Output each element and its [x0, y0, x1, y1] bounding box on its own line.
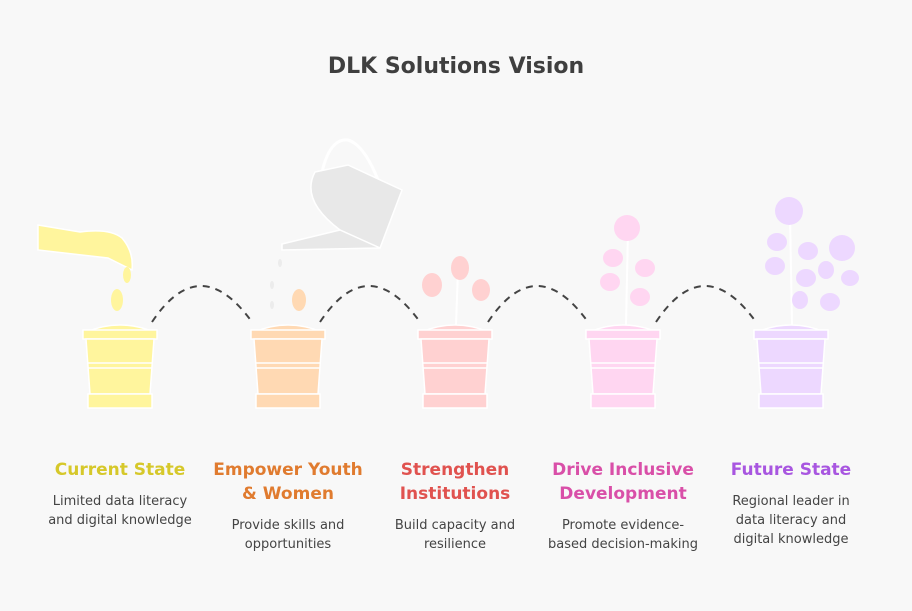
stage-description: Promote evidence-based decision-making — [548, 518, 698, 552]
blooming-plant-icon — [765, 197, 859, 326]
stage-2: Empower Youth & Women Provide skills and… — [213, 458, 363, 554]
stage-description: Limited data literacy and digital knowle… — [48, 494, 192, 528]
flower-pot-icon — [417, 324, 493, 409]
stage-description: Regional leader in data literacy and dig… — [732, 494, 850, 547]
connector-arc — [655, 285, 757, 323]
sprout-icon — [292, 289, 306, 311]
stage-1: Current State Limited data literacy and … — [45, 458, 195, 530]
stage-title: Drive Inclusive Development — [552, 460, 694, 504]
stage-title: Strengthen Institutions — [399, 460, 511, 504]
hand-icon — [37, 224, 134, 311]
illustration — [37, 138, 859, 409]
stage-3: Strengthen Institutions Build capacity a… — [380, 458, 530, 554]
stage-5: Future State Regional leader in data lit… — [716, 458, 866, 549]
stage-4: Drive Inclusive Development Promote evid… — [548, 458, 698, 554]
flower-pot-icon — [585, 324, 661, 409]
connector-arc — [487, 285, 589, 323]
stage-title: Future State — [730, 460, 852, 480]
stage-title: Empower Youth & Women — [213, 460, 363, 504]
watering-can-icon — [270, 138, 403, 309]
connector-arc — [151, 285, 253, 323]
flower-pot-icon — [82, 324, 158, 409]
flower-plant-icon — [600, 215, 655, 326]
stage-title: Current State — [54, 460, 186, 480]
flower-pot-icon — [250, 324, 326, 409]
stage-description: Provide skills and opportunities — [231, 518, 345, 552]
plant-icon — [422, 256, 490, 326]
flower-pot-icon — [753, 324, 829, 409]
stage-description: Build capacity and resilience — [394, 518, 516, 552]
diagram-title: DLK Solutions Vision — [327, 54, 585, 79]
connector-arc — [319, 285, 421, 323]
